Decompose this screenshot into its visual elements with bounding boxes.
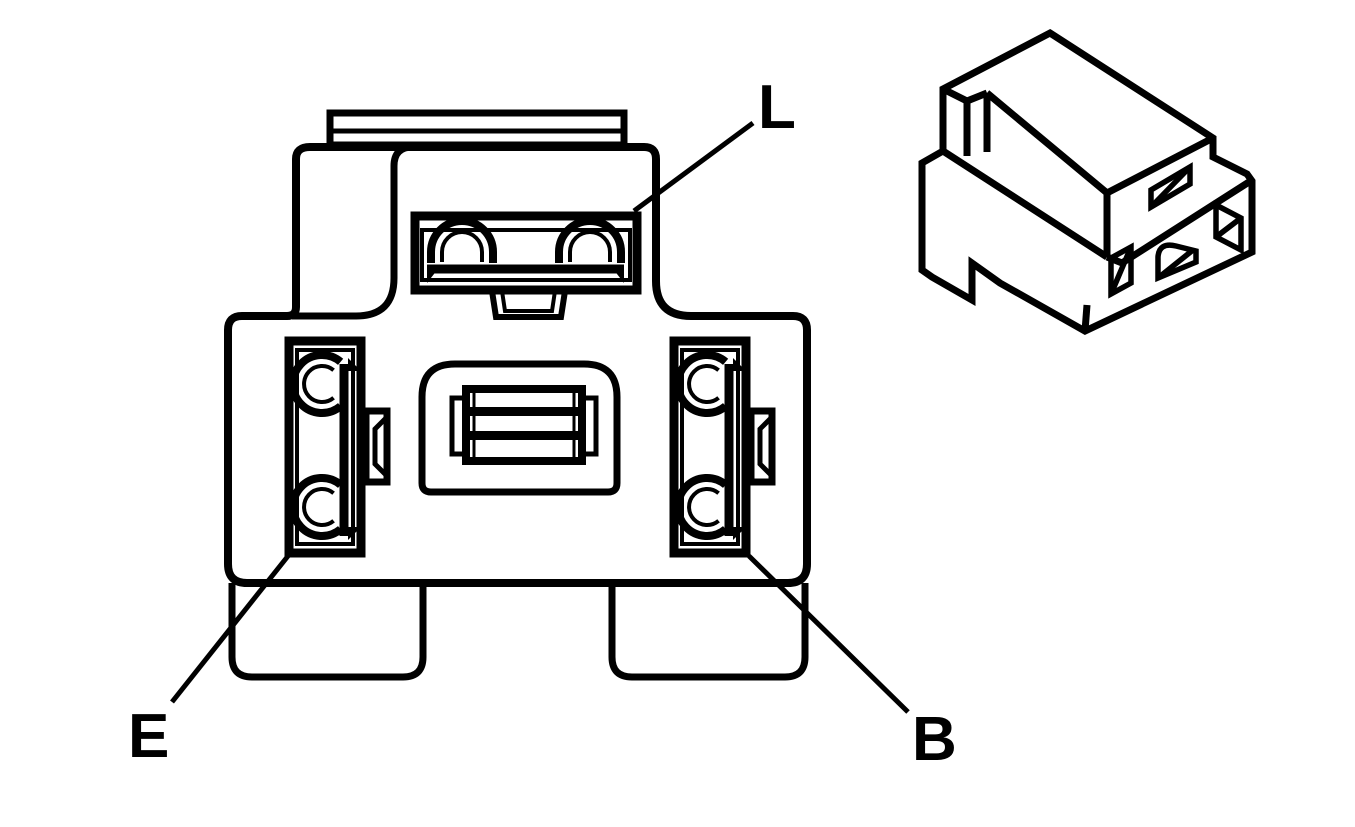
left-foot bbox=[228, 583, 427, 681]
iso-hole-arch-depth-edge bbox=[1156, 247, 1195, 281]
slot-l-inner-frame bbox=[420, 228, 632, 282]
housing-inner-contour bbox=[292, 143, 414, 320]
slot-l-hook-right bbox=[610, 265, 624, 283]
iso-cavity-holes bbox=[1108, 162, 1244, 299]
terminal-slot-e bbox=[284, 336, 391, 558]
slot-b-outline bbox=[669, 336, 751, 558]
terminal-slot-l bbox=[410, 211, 642, 320]
slot-l-key-tab-inner bbox=[500, 290, 557, 313]
center-lock-stripe-2 bbox=[470, 431, 578, 440]
slot-e-clip-top-inner bbox=[302, 364, 335, 404]
slot-e-clip-top bbox=[288, 351, 344, 417]
slot-b-hook-bottom bbox=[733, 527, 746, 540]
leader-lines bbox=[170, 120, 910, 714]
iso-hole-right bbox=[1213, 200, 1244, 255]
leader-line-l bbox=[632, 120, 755, 214]
iso-body-outline bbox=[918, 28, 1256, 335]
center-lock-box bbox=[462, 385, 586, 465]
leader-line-b bbox=[747, 554, 910, 714]
slot-e-clip-bottom-inner bbox=[302, 487, 335, 527]
iso-hole-right-depth-edge bbox=[1214, 215, 1243, 240]
front-view: L E B bbox=[128, 73, 957, 774]
center-lock bbox=[418, 360, 621, 496]
leader-line-e bbox=[170, 554, 290, 704]
iso-ledge-left bbox=[941, 148, 1109, 260]
slot-b-inner-frame bbox=[680, 348, 740, 546]
slot-l-hook-left bbox=[427, 265, 441, 283]
terminal-label-e: E bbox=[128, 702, 169, 771]
iso-hole-lower-left-depth-edge bbox=[1108, 245, 1134, 296]
slot-e-hook-top bbox=[348, 358, 361, 371]
isometric-view bbox=[918, 28, 1256, 335]
slot-b-hook-top bbox=[733, 358, 746, 371]
terminal-label-l: L bbox=[758, 73, 796, 142]
slot-e-inner-frame bbox=[295, 348, 355, 546]
terminal-slot-b bbox=[669, 336, 776, 558]
iso-hole-arch bbox=[1155, 242, 1199, 283]
terminal-label-b: B bbox=[912, 705, 957, 774]
terminal-labels: L E B bbox=[128, 73, 957, 774]
slot-l-clip-left-inner bbox=[440, 230, 484, 262]
slot-b-side-tab-inner bbox=[757, 414, 775, 479]
slot-b-clip-bottom bbox=[673, 474, 729, 540]
slot-l-key-tab bbox=[489, 290, 568, 320]
slot-l-clip-right bbox=[555, 217, 625, 263]
slot-b-clip-top bbox=[673, 351, 729, 417]
slot-l-clip-left bbox=[427, 217, 497, 263]
slot-b-clip-bottom-inner bbox=[687, 487, 720, 527]
right-foot bbox=[608, 583, 809, 681]
slot-e-side-tab-inner bbox=[372, 414, 390, 479]
iso-bottom-corner-edge bbox=[1081, 304, 1091, 332]
iso-hole-upper-depth-edge bbox=[1149, 165, 1192, 209]
slot-e-clip-bottom bbox=[288, 474, 344, 540]
top-strip bbox=[326, 109, 628, 149]
slot-e-outline bbox=[284, 336, 366, 558]
slot-e-hook-bottom bbox=[348, 527, 361, 540]
slot-b-clip-top-inner bbox=[687, 364, 720, 404]
slot-l-clip-right-inner bbox=[568, 230, 612, 262]
center-lock-stripe-1 bbox=[470, 407, 578, 416]
mounting-feet bbox=[228, 583, 809, 681]
